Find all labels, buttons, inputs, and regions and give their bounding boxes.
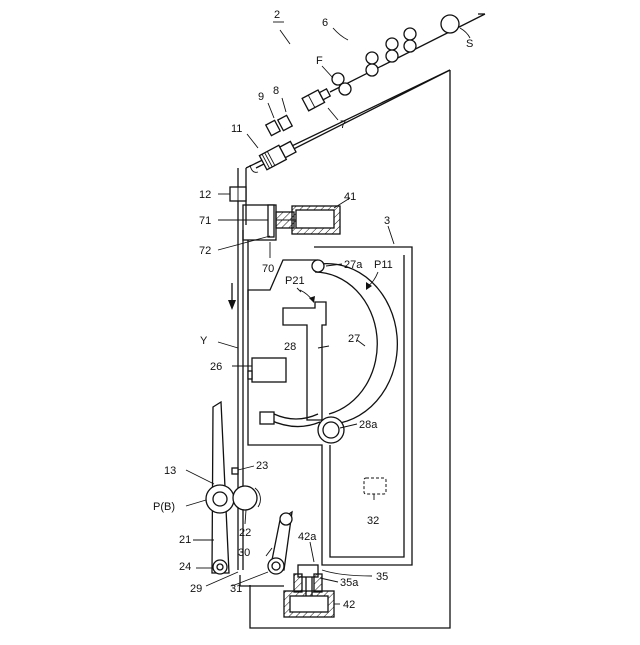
label-41: 41 (344, 191, 356, 203)
unit-9 (266, 120, 280, 135)
unit-42-inner (290, 596, 328, 612)
blade-71 (268, 205, 274, 237)
label-35: 35 (376, 571, 388, 583)
label-42: 42 (343, 599, 355, 611)
label-11: 11 (231, 123, 242, 135)
label-32: 32 (367, 515, 379, 527)
tube-27-inner (315, 272, 377, 414)
hose-27-lower (270, 420, 320, 427)
roller-6d (386, 50, 398, 62)
flow-arrow-head (228, 300, 236, 310)
label-24: 24 (179, 561, 191, 573)
label-9: 9 (258, 91, 264, 103)
label-21: 21 (179, 534, 191, 546)
label-72: 72 (199, 245, 211, 257)
roller-24-inner (217, 564, 223, 570)
label-s: S (466, 38, 473, 50)
label-30: 30 (238, 547, 250, 559)
roller-6a (404, 28, 416, 40)
part-35-right (314, 574, 322, 592)
supply-roll (441, 15, 459, 33)
hose-27-lower-inner (274, 414, 318, 419)
label-71: 71 (199, 215, 211, 227)
actuator-41-inner (296, 210, 334, 228)
label-29: 29 (190, 583, 202, 595)
label-pb: P(B) (153, 501, 175, 513)
label-42a: 42a (298, 531, 317, 543)
nozzle-27 (260, 412, 274, 424)
roller-29-inner (272, 562, 280, 570)
unit-8 (278, 115, 292, 130)
roller-22 (233, 486, 257, 510)
roller-6b (404, 40, 416, 52)
label-3: 3 (384, 215, 390, 227)
label-12: 12 (199, 189, 211, 201)
label-70: 70 (262, 263, 274, 275)
label-22: 22 (239, 527, 251, 539)
label-7: 7 (340, 119, 346, 131)
feed-line (330, 14, 485, 92)
label-26: 26 (210, 361, 222, 373)
label-23: 23 (256, 460, 268, 472)
part-35-left (294, 574, 302, 592)
label-27: 27 (348, 333, 360, 345)
label-p11: P11 (374, 259, 393, 271)
roller-6c (386, 38, 398, 50)
roller-f2 (339, 83, 351, 95)
roller-pb-inner (213, 492, 227, 506)
label-8: 8 (273, 85, 279, 97)
part-28 (283, 302, 326, 420)
label-13: 13 (164, 465, 176, 477)
unit-11 (259, 140, 297, 170)
leader-lines (186, 28, 470, 604)
unit-26 (252, 358, 286, 382)
label-28a: 28a (359, 419, 378, 431)
label-27a: 27a (344, 259, 363, 271)
chamber-3-inner (330, 255, 404, 557)
roller-28a-inner (323, 422, 339, 438)
roller-27a (312, 260, 324, 272)
label-28: 28 (284, 341, 296, 353)
label-y: Y (200, 335, 208, 347)
label-31: 31 (230, 583, 242, 595)
label-f: F (316, 55, 323, 67)
sensor-32 (364, 478, 386, 494)
roller-6e (366, 52, 378, 64)
label-p21: P21 (285, 275, 305, 287)
lever-30-pivot (280, 513, 292, 525)
roller-6f (366, 64, 378, 76)
label-6: 6 (322, 17, 328, 29)
laser-head-7 (302, 86, 332, 111)
label-2: 2 (274, 9, 280, 21)
label-35a: 35a (340, 577, 359, 589)
sensor-23 (232, 468, 238, 474)
